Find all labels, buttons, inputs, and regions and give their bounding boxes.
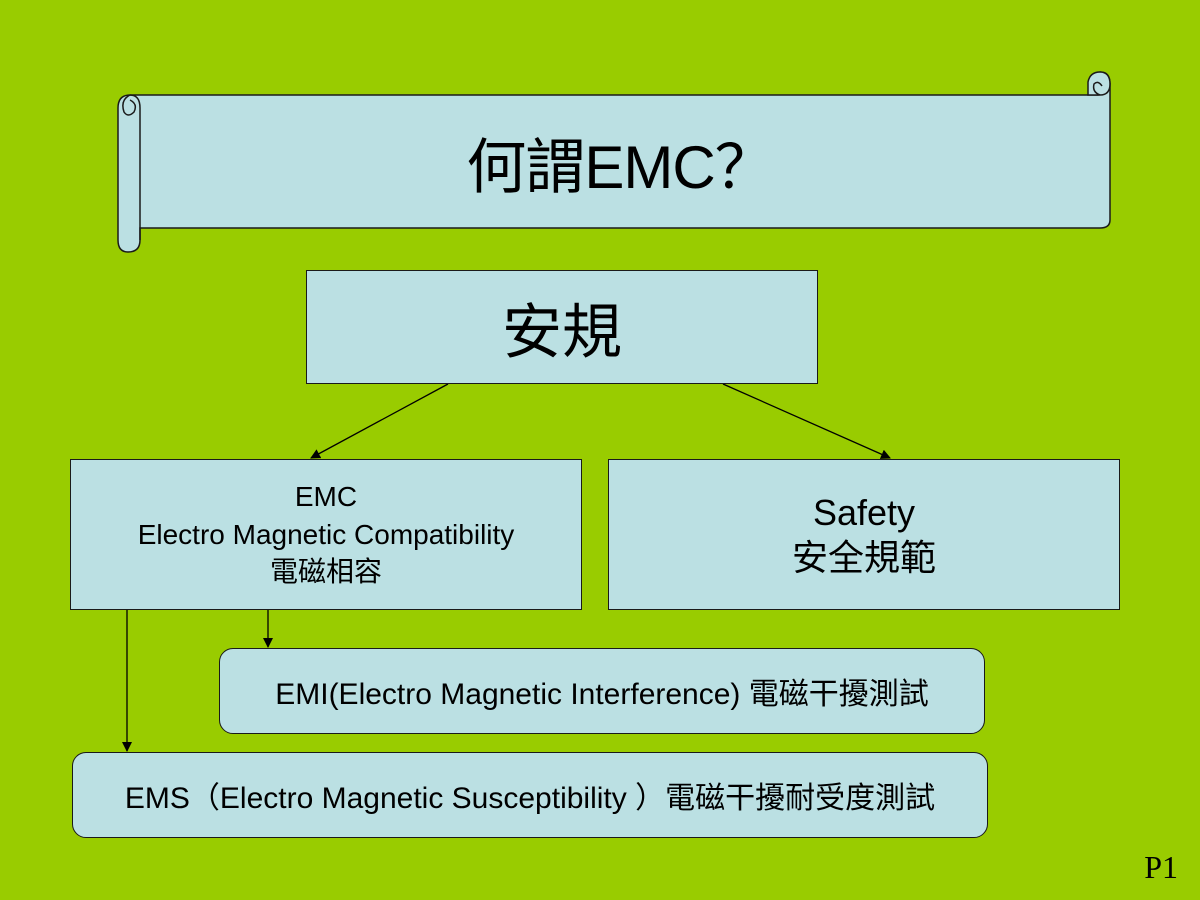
emc-abbreviation: EMC: [294, 480, 358, 512]
emc-full-name: Electro Magnetic Compatibility: [137, 518, 515, 550]
safety-regulations-label: 安規: [502, 298, 622, 366]
page-number: P1: [1144, 849, 1178, 885]
arrow-safety-rules-to-safety: [722, 383, 891, 459]
safety-regulations-box: 安規: [306, 270, 818, 384]
emi-box: EMI(Electro Magnetic Interference) 電磁干擾測…: [219, 648, 985, 734]
emi-label: EMI(Electro Magnetic Interference) 電磁干擾測…: [275, 678, 929, 711]
ems-box: EMS（Electro Magnetic Susceptibility ）電磁干…: [72, 752, 988, 838]
safety-english-label: Safety: [812, 491, 916, 533]
safety-box: Safety 安全規範: [608, 459, 1120, 610]
title-scroll-banner: [117, 71, 1111, 253]
emc-box: EMC Electro Magnetic Compatibility 電磁相容: [70, 459, 582, 610]
page-title: 何謂EMC？: [466, 134, 774, 201]
arrow-safety-rules-to-emc: [310, 383, 449, 459]
safety-chinese-label: 安全規範: [791, 536, 936, 578]
ems-label: EMS（Electro Magnetic Susceptibility ）電磁干…: [124, 782, 936, 815]
emc-chinese-name: 電磁相容: [269, 556, 382, 588]
